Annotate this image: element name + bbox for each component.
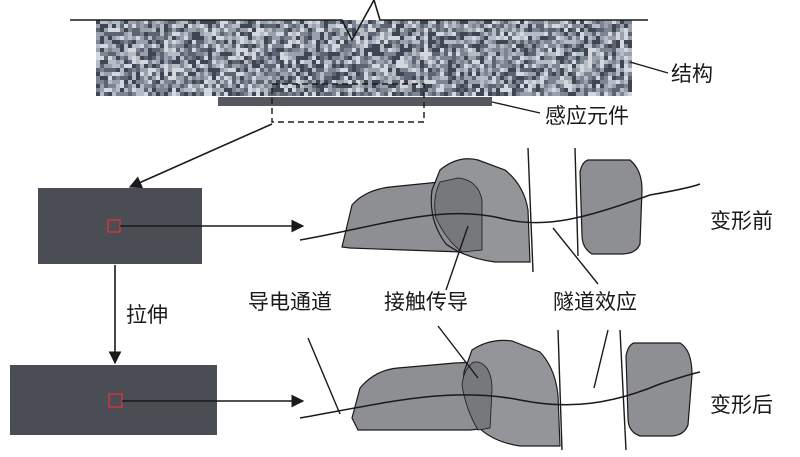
- label-deform-before: 变形前: [710, 209, 773, 233]
- contact-conduction-pointer-before: [445, 225, 469, 291]
- label-sensing-element: 感应元件: [545, 104, 629, 128]
- sensing-element-bar: [218, 97, 492, 106]
- label-conductive-channel: 导电通道: [248, 290, 332, 314]
- sensing-element-leader-line: [491, 101, 541, 114]
- structure-surface-crack-line: [70, 0, 648, 42]
- particles-before: [341, 158, 643, 263]
- particles-after: [351, 339, 693, 447]
- label-structure: 结构: [671, 62, 713, 86]
- gap-line-before-1: [527, 147, 534, 273]
- label-deform-after: 变形后: [710, 393, 773, 417]
- gap-line-after-2: [619, 329, 627, 451]
- tunnel-effect-pointer-after: [593, 329, 609, 389]
- gap-line-after-1: [557, 329, 563, 451]
- zoom-region-box: [271, 83, 425, 123]
- particle-before-overlap: [434, 177, 483, 253]
- label-contact-conduction: 接触传导: [384, 290, 468, 314]
- particle-after-right: [625, 342, 693, 437]
- block-after-deformation: [10, 365, 217, 435]
- structure-texture: [96, 20, 632, 96]
- label-stretch: 拉伸: [126, 303, 168, 327]
- particle-after-overlap: [461, 361, 493, 431]
- contact-conduction-pointer-after: [437, 325, 479, 379]
- conductive-curve-before: [299, 183, 701, 241]
- tunnel-effect-pointer-before: [552, 227, 599, 285]
- particle-before-right: [579, 159, 643, 255]
- conductive-curve-after: [299, 371, 701, 419]
- label-tunnel-effect: 隧道效应: [553, 290, 637, 314]
- structure-leader-line: [629, 61, 669, 74]
- conductive-channel-pointer: [307, 337, 341, 415]
- zoom-arrow: [128, 123, 273, 189]
- gap-line-before-2: [574, 147, 579, 257]
